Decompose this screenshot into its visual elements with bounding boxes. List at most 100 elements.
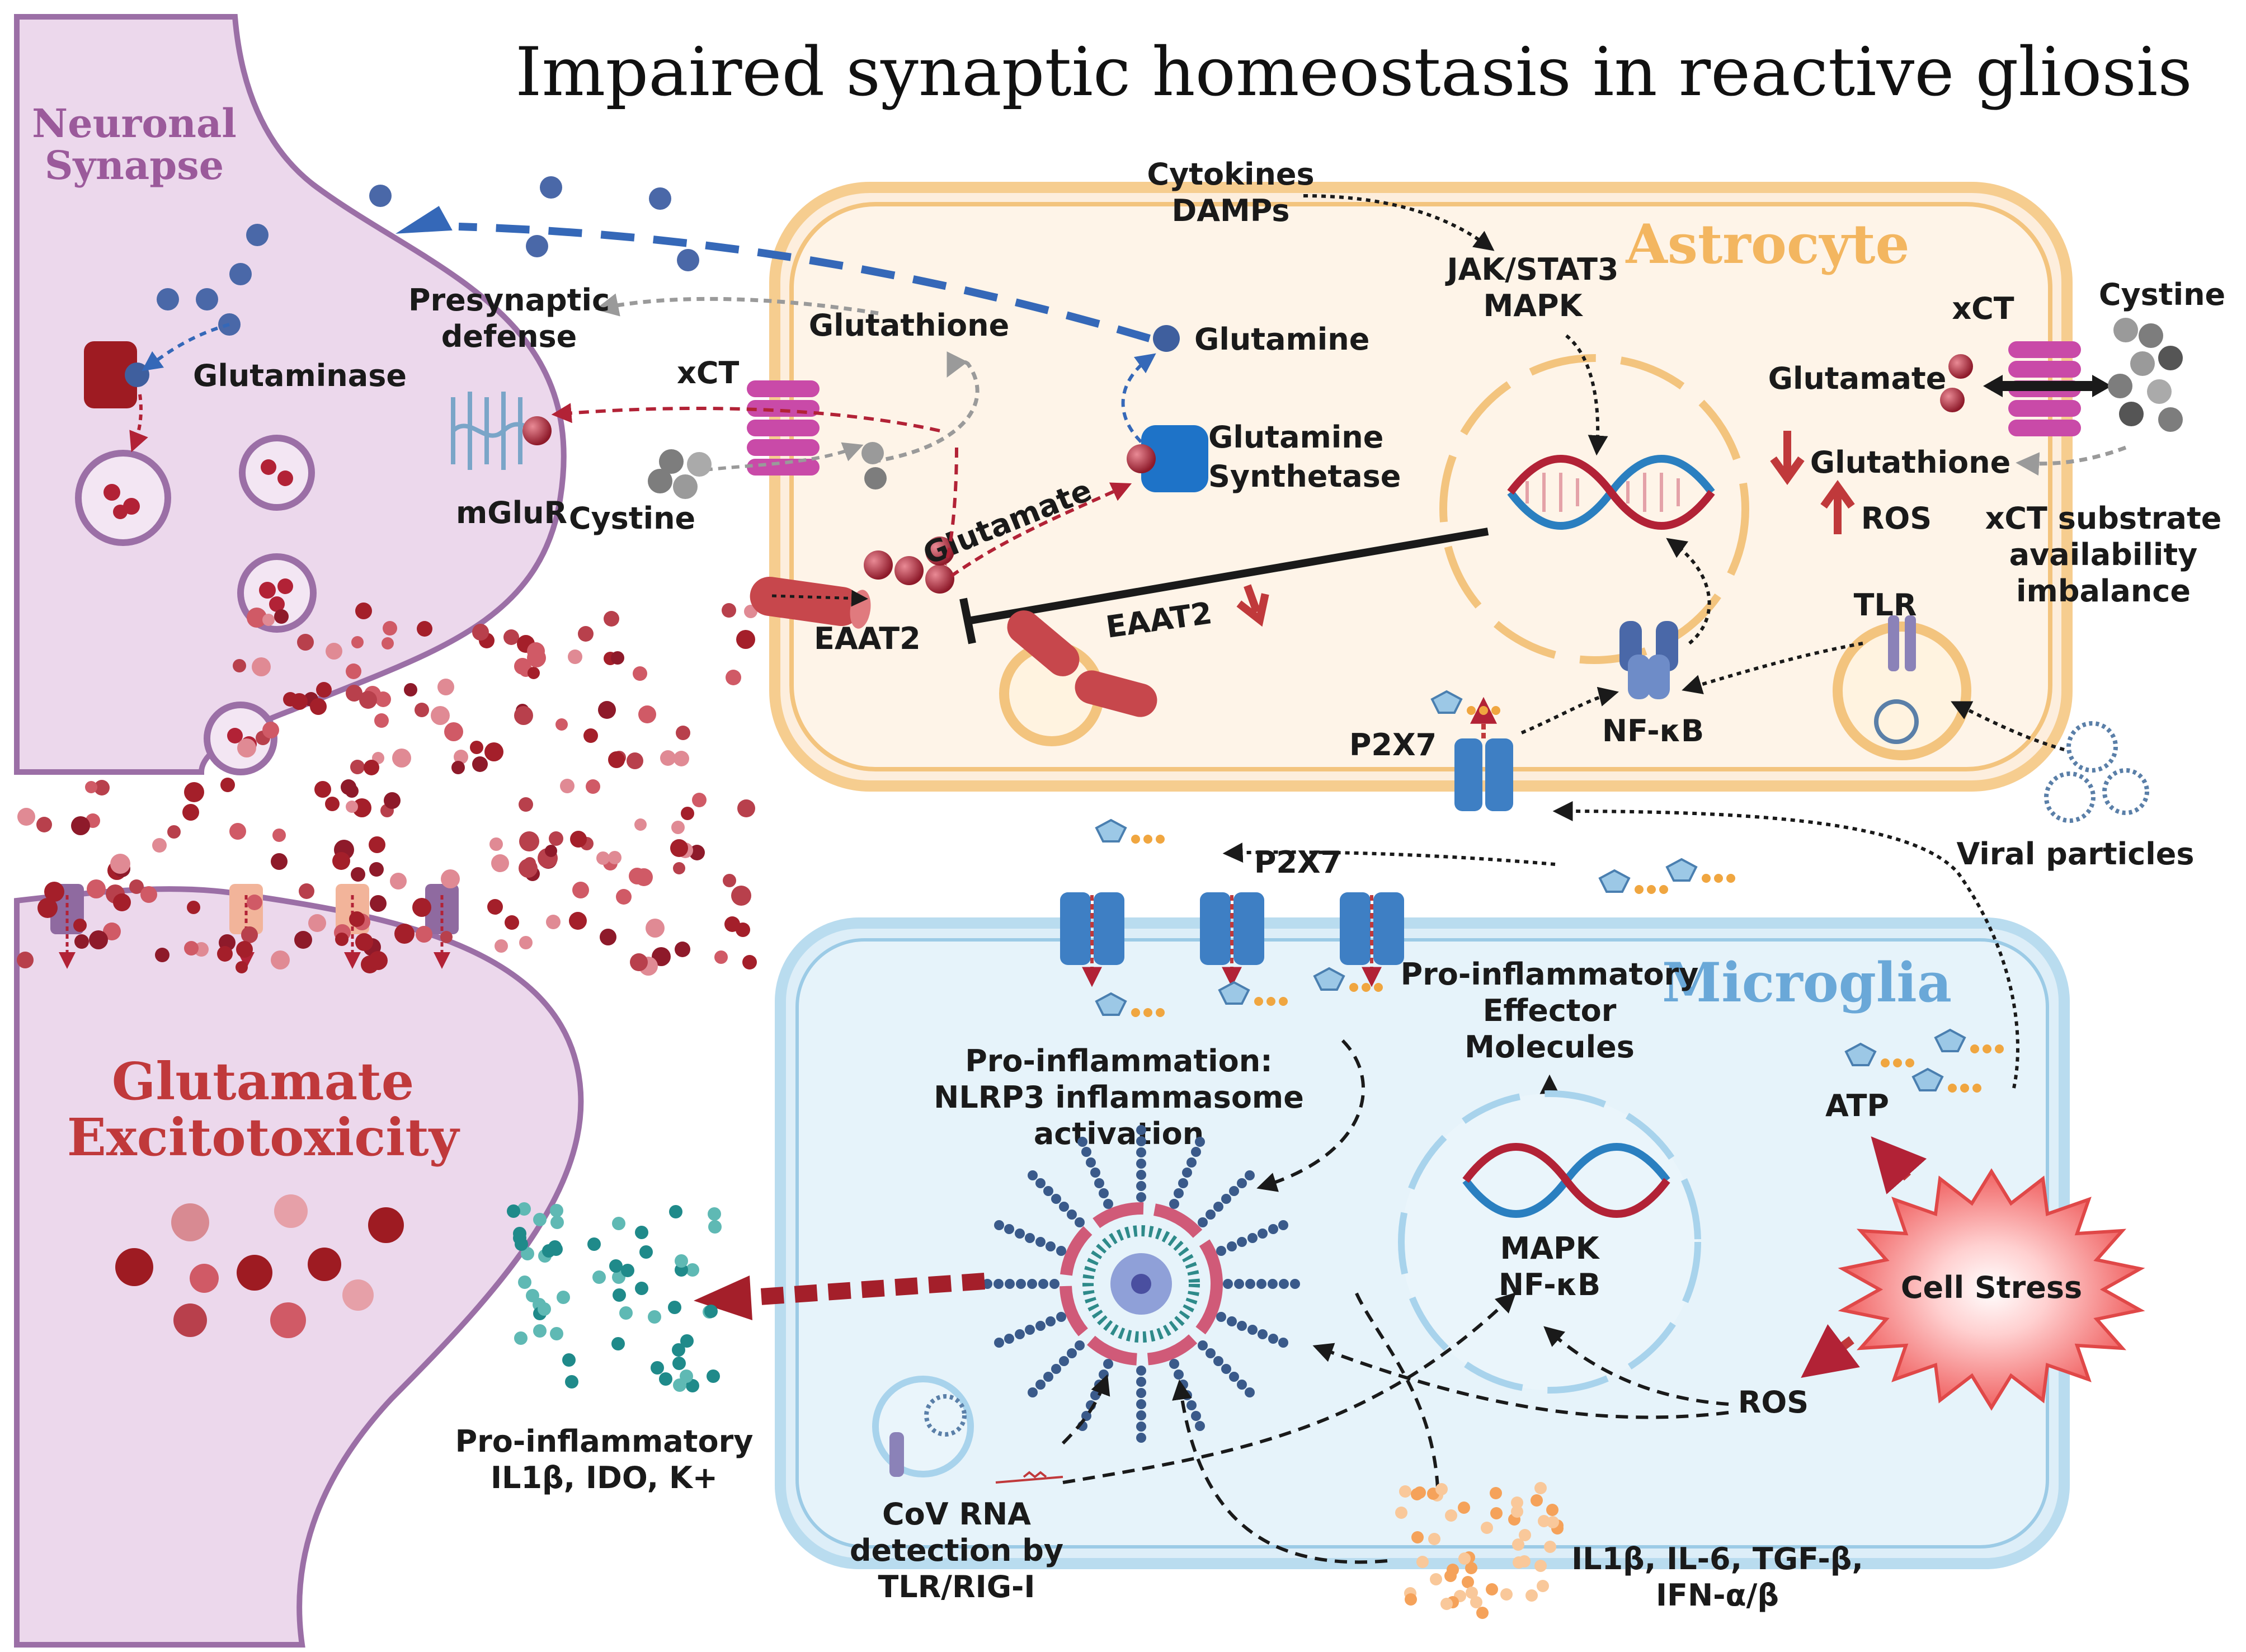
cytokines-label: Cytokines — [1147, 157, 1314, 192]
xct-left-label: xCT — [677, 355, 739, 390]
synthetase-to-glutamine-arrow — [1121, 353, 1156, 444]
astrocyte-label: Astrocyte — [1625, 213, 1909, 276]
p2x7-astro-channel — [1454, 738, 1513, 811]
glutamine-to-glutaminase-arrow — [142, 323, 230, 371]
glutamate-supply-path — [944, 447, 958, 566]
glutamine-label: Glutamine — [1194, 322, 1369, 357]
glutamine-synthetase-line1: Glutamine — [1208, 420, 1383, 455]
cytokine-release-arrow — [743, 1273, 986, 1306]
inhibition-bar — [959, 597, 976, 644]
glutamate-right-label: Glutamate — [1768, 361, 1947, 396]
released-line2: IL1β, IDO, K+ — [491, 1460, 718, 1495]
glutamate-right-balls — [1940, 354, 1973, 412]
cov-line3: TLR/RIG-I — [878, 1569, 1035, 1604]
tlr-rigi-receptor — [889, 1432, 904, 1477]
page-title: Impaired synaptic homeostasis in reactiv… — [515, 34, 2192, 111]
cell-stress-label: Cell Stress — [1901, 1270, 2082, 1305]
imbalance-line1: xCT substrate — [1985, 501, 2222, 536]
astrocyte-dna-icon — [1507, 455, 1715, 530]
microglia-cell: Microglia P2X7 Pro-inflammatory Effector… — [694, 801, 2145, 1604]
vesicle-glutamate — [103, 459, 293, 752]
jak-to-nucleus-arrow — [1565, 334, 1608, 456]
atp-to-microglia-p2x7-arrow — [1222, 843, 1556, 866]
p2x7-astro-label: P2X7 — [1349, 727, 1437, 763]
astrocyte-cell: Astrocyte EAAT2 EAA — [408, 157, 2225, 811]
p2x7-to-inflammasome-arrow — [1256, 1039, 1366, 1192]
presynaptic-defense-line2: defense — [441, 319, 577, 354]
damps-label: DAMPs — [1171, 193, 1289, 228]
nlrp3-line2: NLRP3 inflammasome — [934, 1080, 1304, 1115]
synaptic-cleft-glutamate — [17, 603, 757, 976]
ros-astro-label: ROS — [1861, 501, 1932, 536]
p2x7-microglia-channels — [1060, 892, 1404, 965]
imbalance-line3: imbalance — [2016, 573, 2191, 609]
nfkb-to-nucleus-arrow — [1666, 538, 1711, 645]
glutamine-molecule — [1153, 325, 1180, 352]
glutaminase-enzyme — [84, 341, 137, 408]
cov-to-nfkb-arrow — [1062, 1292, 1517, 1484]
eaat2-uptake-arrow — [771, 590, 868, 607]
glutamine-shuttle-arrowhead — [395, 206, 453, 234]
neuronal-synapse: Neuronal Synapse Glutaminase — [14, 14, 584, 1648]
astrocyte-nucleus — [1439, 354, 1749, 664]
cytokine-release-arrowhead — [694, 1276, 752, 1320]
xct-glutamate-export-arrow — [551, 403, 940, 432]
xct-right-label: xCT — [1952, 291, 2014, 326]
viral-rna-icon — [995, 1471, 1063, 1484]
ros-microglia-label: ROS — [1738, 1385, 1809, 1420]
eaat2-label: EAAT2 — [814, 621, 921, 656]
nfkb-astro-icon — [1619, 621, 1678, 699]
presynaptic-defense-line1: Presynaptic — [408, 283, 610, 318]
ros-to-nfkb-arrow — [1543, 1326, 1729, 1406]
microglia-label: Microglia — [1662, 951, 1952, 1014]
cytokines-to-inflammasome-arrow — [1172, 1379, 1388, 1564]
released-line1: Pro-inflammatory — [455, 1424, 754, 1459]
microglia-dna-icon — [1462, 1143, 1670, 1218]
glutaminase-label: Glutaminase — [193, 358, 407, 393]
effector-line3: Molecules — [1465, 1029, 1635, 1065]
atp-label: ATP — [1825, 1088, 1889, 1123]
cystine-molecules-right — [2108, 318, 2183, 432]
xct-transporter-left — [747, 380, 820, 476]
cov-virus-icon — [924, 1394, 967, 1437]
cystine-molecules-left — [648, 442, 887, 499]
glutathione-label: Glutathione — [809, 308, 1009, 343]
nfkb-astro-label: NF-κB — [1602, 713, 1704, 749]
tlr-to-nfkb-arrow — [1682, 642, 1863, 695]
cov-line2: detection by — [850, 1533, 1063, 1568]
nlrp3-line3: activation — [1034, 1116, 1204, 1151]
excitotoxicity-line1: Glutamate — [112, 1051, 415, 1112]
ros-to-inflammasome-arrow — [1312, 1343, 1729, 1419]
astrocyte-glutamate-balls — [864, 536, 954, 594]
neuron-title-line1: Neuronal — [32, 100, 237, 147]
mapk-astro-label: MAPK — [1484, 288, 1584, 323]
tlr-receptor-icon — [1888, 615, 1916, 671]
glutamine-bound — [125, 363, 149, 387]
viral-particles-label: Viral particles — [1956, 836, 2194, 872]
cytokines-to-jak-arrow — [1303, 194, 1495, 251]
glutamate-on-mglur — [522, 416, 552, 445]
nfkb-microglia-label: NF-κB — [1499, 1267, 1600, 1302]
glutathione-right-label: Glutathione — [1810, 445, 2010, 480]
glutamine-synthetase-icon — [1141, 425, 1208, 492]
postsynaptic-terminal — [14, 886, 584, 1648]
effector-line2: Effector — [1483, 993, 1617, 1028]
effector-line1: Pro-inflammatory — [1401, 957, 1699, 992]
cell-stress-star — [1838, 1168, 2145, 1411]
ros-increase-arrow — [1820, 479, 1855, 534]
mglur-receptor — [451, 392, 533, 470]
cov-line1: CoV RNA — [882, 1496, 1031, 1532]
glutathione-to-presynaptic-arrow — [595, 293, 879, 317]
nlrp3-inflammasome-icon — [982, 1125, 1300, 1443]
glutamate-bound-gs — [1127, 444, 1156, 473]
nlrp3-line1: Pro-inflammation: — [965, 1043, 1273, 1079]
mglur-label: mGluR — [456, 495, 567, 530]
cystine-import-arrow — [704, 442, 864, 472]
glutamine-dots-extracellular — [369, 176, 699, 271]
virus-to-tlr-arrow — [1951, 701, 2065, 751]
excitotoxic-glutamate-balls — [115, 1194, 404, 1338]
cov-to-inflammasome-arrow — [1061, 1374, 1110, 1445]
p2x7-microglia-label: P2X7 — [1254, 845, 1341, 880]
cystine-to-glutathione-arrow — [872, 351, 980, 464]
